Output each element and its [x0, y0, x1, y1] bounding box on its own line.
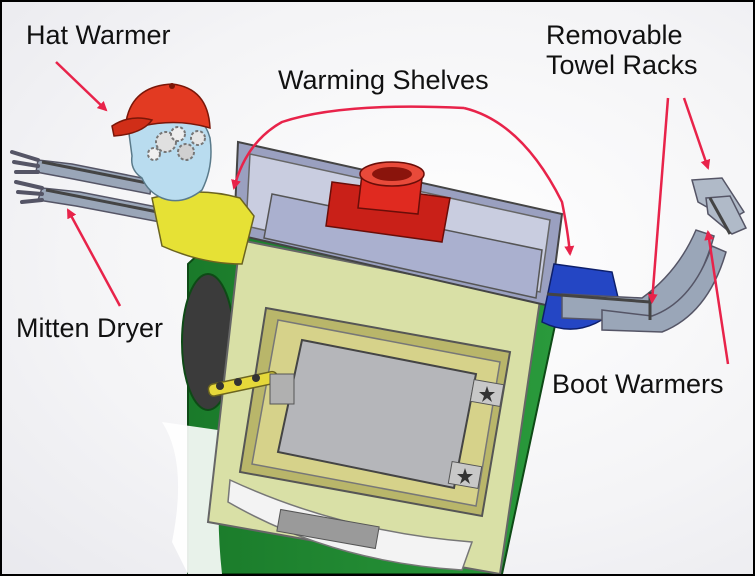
- arrow-mitten-dryer: [66, 208, 122, 307]
- mitten-dryer-arms: [10, 150, 179, 223]
- label-mitten-dryer: Mitten Dryer: [16, 313, 164, 343]
- flue-collar: [325, 161, 451, 243]
- stove-front: [206, 238, 542, 574]
- arrow-boot-warmers: [704, 230, 730, 365]
- label-towel-racks-line2: Towel Racks: [546, 50, 698, 80]
- label-boot-warmers: Boot Warmers: [552, 369, 724, 399]
- arrow-towel-racks-2: [682, 97, 711, 170]
- arrow-warming-shelves-left: [231, 105, 465, 190]
- arrow-warming-shelves-right: [463, 106, 575, 256]
- callout-arrows: [55, 61, 730, 365]
- torso-shirt: [151, 191, 255, 265]
- label-towel-racks: Removable Towel Racks: [546, 20, 698, 80]
- legs: [546, 177, 748, 333]
- label-towel-racks-line1: Removable: [546, 20, 683, 50]
- door-latch-icon: [207, 370, 295, 405]
- hat-icon: [111, 83, 211, 137]
- star-icon: [447, 378, 505, 490]
- label-hat-warmer: Hat Warmer: [26, 20, 171, 50]
- door-window: [276, 338, 478, 490]
- label-warming-shelves: Warming Shelves: [278, 65, 489, 95]
- arrow-towel-racks-1: [647, 97, 670, 304]
- arrow-hat-warmer: [55, 61, 108, 112]
- gear-icon: [147, 126, 206, 161]
